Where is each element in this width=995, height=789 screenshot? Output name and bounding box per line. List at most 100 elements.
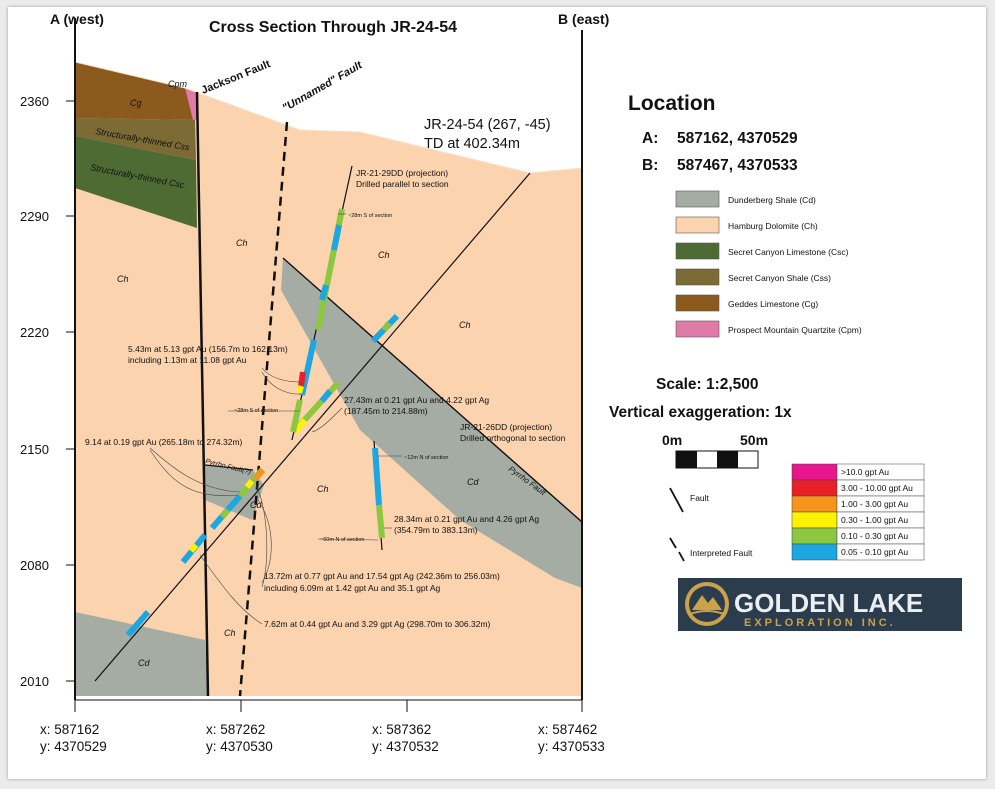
offset-note: ~12m N of section — [404, 455, 448, 461]
hole-note-jr-21-29dd: Drilled parallel to section — [356, 179, 449, 189]
jackson-fault-label: Jackson Fault — [200, 58, 273, 97]
section-body — [75, 61, 582, 696]
grade-legend-label: 0.30 - 1.00 gpt Au — [841, 515, 908, 525]
lithology-swatch — [675, 242, 720, 260]
pyrrho-fault-q-line — [204, 464, 254, 471]
grade-swatch — [791, 463, 838, 481]
elevation-ticks — [66, 100, 583, 712]
northing-label: y: 4370530 — [206, 739, 273, 754]
geddes-limestone-unit — [75, 62, 195, 120]
end-label-east: B (east) — [558, 11, 609, 27]
hole-td-label: TD at 402.34m — [424, 136, 520, 152]
scale-bar-end: 50m — [740, 432, 768, 448]
northing-label: y: 4370529 — [40, 739, 107, 754]
unit-label-cg: Cg — [130, 98, 142, 108]
dunderberg-shale-wedge — [281, 258, 582, 588]
fault-symbol-label: Fault — [690, 493, 710, 503]
hole-label-jr-21-26dd: JR-21-26DD (projection) — [460, 422, 552, 432]
grade-legend-label: 3.00 - 10.00 gpt Au — [841, 483, 913, 493]
scale-bar-start: 0m — [662, 432, 682, 448]
assays-jr-21-29dd — [290, 208, 345, 433]
lithology-legend-label: Geddes Limestone (Cg) — [728, 299, 818, 309]
lithology-swatch — [675, 320, 720, 338]
lithology-swatch — [675, 216, 720, 234]
offset-note: ~28m S of section — [348, 213, 392, 219]
unit-label-cd: Cd — [250, 500, 262, 510]
grade-legend: >10.0 gpt Au 3.00 - 10.00 gpt Au 1.00 - 3.… — [791, 463, 925, 561]
hole-label-jr-21-29dd: JR-21-29DD (projection) — [356, 168, 448, 178]
assays-jr-21-26dd — [372, 447, 385, 539]
unit-label-cd: Cd — [467, 477, 479, 487]
secret-canyon-limestone-unit — [75, 136, 197, 228]
dunderberg-shale-lower — [75, 612, 208, 696]
intercept-text: 27.43m at 0.21 gpt Au and 4.22 gpt Ag — [344, 395, 489, 405]
elevation-label: 2010 — [20, 674, 49, 689]
lithology-legend-label: Secret Canyon Limestone (Csc) — [728, 247, 849, 257]
elevation-label: 2150 — [20, 442, 49, 457]
intercept-text: 9.14 at 0.19 gpt Au (265.18m to 274.32m) — [85, 437, 243, 447]
northing-label: y: 4370532 — [372, 739, 439, 754]
drillhole-jr-24-54 — [94, 172, 531, 682]
easting-label: x: 587162 — [40, 722, 99, 737]
elevation-label: 2360 — [20, 94, 49, 109]
unit-label-ch: Ch — [317, 484, 329, 494]
lithology-legend-label: Dunderberg Shale (Cd) — [728, 195, 816, 205]
grade-swatch — [791, 527, 838, 545]
intercept-text: including 6.09m at 1.42 gpt Au and 35.1 … — [264, 583, 441, 593]
location-b-value: 587467, 4370533 — [677, 157, 798, 174]
easting-label: x: 587462 — [538, 722, 597, 737]
elevation-label: 2290 — [20, 209, 49, 224]
lithology-swatch — [675, 190, 720, 208]
dunderberg-shale-block — [205, 465, 264, 520]
golden-lake-logo: GOLDEN LAKE EXPLORATION INC. — [678, 578, 962, 631]
grade-legend-label: 0.05 - 0.10 gpt Au — [841, 547, 908, 557]
pyrrho-fault-line — [282, 257, 583, 523]
scale-bar: 0m 50m — [662, 432, 768, 469]
lithology-swatch — [675, 294, 720, 312]
grade-legend-label: 0.10 - 0.30 gpt Au — [841, 531, 908, 541]
easting-label: x: 587362 — [372, 722, 431, 737]
leader-lines — [149, 213, 402, 625]
unit-label-ch: Ch — [236, 238, 248, 248]
location-heading: Location — [628, 92, 716, 115]
jackson-fault-line — [195, 91, 210, 697]
unit-label-ch: Ch — [224, 628, 236, 638]
lithology-legend-label: Prospect Mountain Quartzite (Cpm) — [728, 325, 862, 335]
unnamed-fault-line — [238, 121, 289, 697]
easting-label: x: 587262 — [206, 722, 265, 737]
location-b-label: B: — [642, 157, 658, 174]
fault-symbol-legend: Fault Interpreted Fault — [669, 487, 753, 562]
grade-swatch — [791, 511, 838, 529]
intercept-text: 28.34m at 0.21 gpt Au and 4.26 gpt Ag — [394, 514, 539, 524]
hole-note-jr-21-26dd: Drilled orthogonal to section — [460, 433, 566, 443]
location-a-label: A: — [642, 130, 658, 147]
logo-line-2: EXPLORATION INC. — [744, 617, 896, 629]
hole-label-jr-24-54: JR-24-54 (267, -45) — [424, 117, 551, 133]
scale-label: Scale: 1:2,500 — [656, 376, 759, 393]
intercept-text: (187.45m to 214.88m) — [344, 406, 428, 416]
intercept-text: 13.72m at 0.77 gpt Au and 17.54 gpt Ag (… — [264, 571, 500, 581]
lithology-legend-label: Hamburg Dolomite (Ch) — [728, 221, 818, 231]
grade-legend-label: 1.00 - 3.00 gpt Au — [841, 499, 908, 509]
intercept-text: 5.43m at 5.13 gpt Au (156.7m to 162.13m) — [128, 344, 288, 354]
grade-swatch — [791, 543, 838, 561]
grade-legend-label: >10.0 gpt Au — [841, 467, 889, 477]
unit-label-ch: Ch — [378, 250, 390, 260]
elevation-label: 2080 — [20, 558, 49, 573]
assays-jr-24-54 — [125, 313, 400, 637]
secret-canyon-shale-unit — [75, 118, 196, 160]
lithology-swatch — [675, 268, 720, 286]
interpreted-fault-symbol — [669, 537, 677, 549]
prospect-mountain-quartzite-unit — [185, 88, 198, 120]
grade-swatch — [791, 495, 838, 513]
elevation-label: 2220 — [20, 325, 49, 340]
unit-label-cpm: Cpm — [168, 79, 188, 89]
intercept-text: 7.62m at 0.44 gpt Au and 3.29 gpt Ag (29… — [264, 619, 491, 629]
offset-note: ~60m N of section — [320, 537, 364, 543]
unit-label-cd: Cd — [138, 658, 150, 668]
logo-line-1: GOLDEN LAKE — [734, 588, 923, 618]
unit-label-ch: Ch — [117, 274, 129, 284]
interpreted-fault-label: Interpreted Fault — [690, 548, 753, 558]
topography-line — [75, 61, 582, 174]
